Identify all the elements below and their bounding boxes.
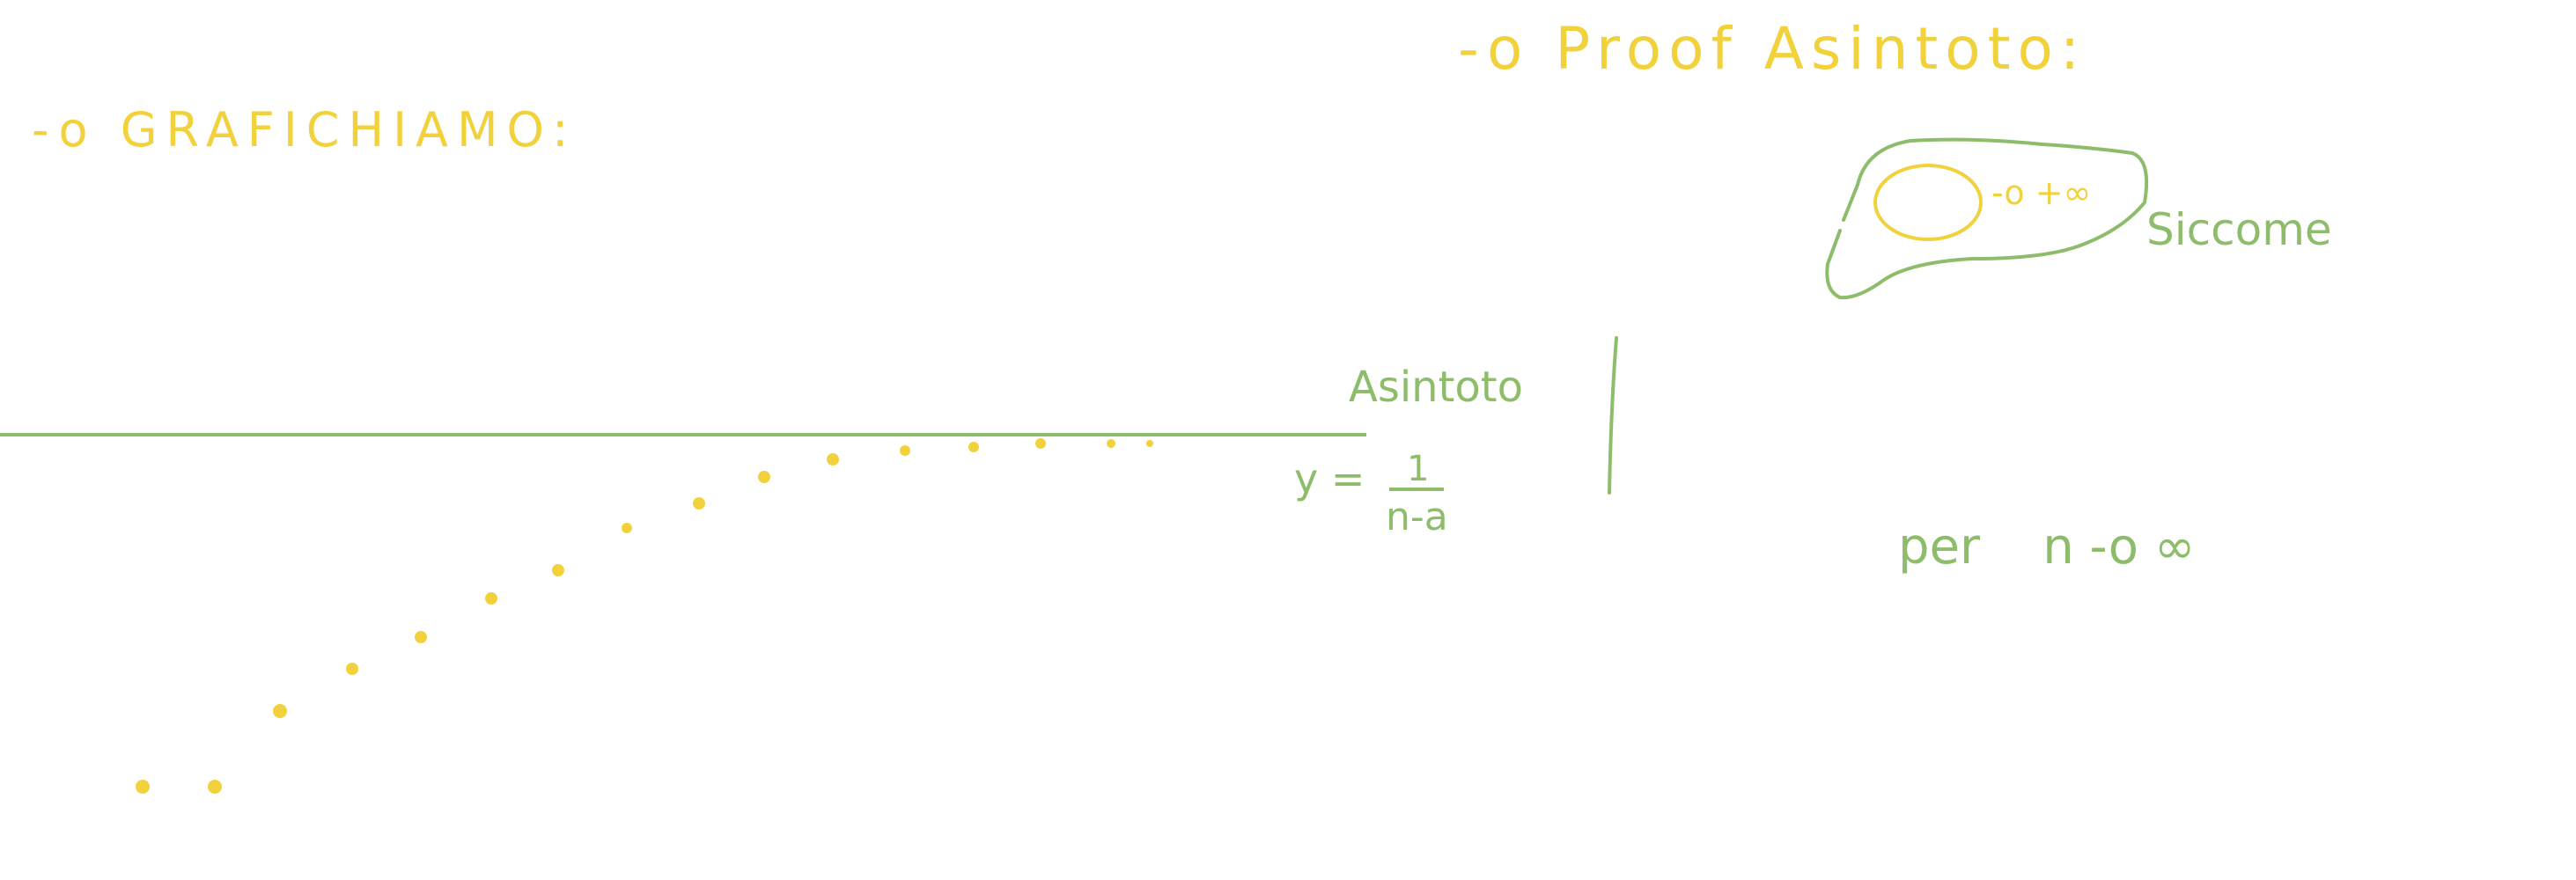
y-equals-label: y = xyxy=(1294,455,1365,502)
sequence-dot xyxy=(693,497,705,510)
sequence-dot xyxy=(136,780,150,794)
sequence-dot xyxy=(1146,440,1153,447)
sequence-dot xyxy=(1035,438,1046,449)
yellow-oval xyxy=(1873,164,1983,241)
sequence-dot xyxy=(758,471,770,483)
sequence-dots xyxy=(136,438,1153,794)
sequence-dot xyxy=(1107,439,1115,448)
sequence-dot xyxy=(552,564,564,576)
sequence-dot xyxy=(346,663,358,675)
siccome-label: Siccome xyxy=(2146,204,2332,255)
sequence-dot xyxy=(900,445,910,456)
sequence-dot xyxy=(415,631,427,643)
sequence-dot xyxy=(208,780,222,794)
sequence-dot xyxy=(485,592,497,605)
per-limit-label: per n -o ∞ xyxy=(1898,518,2195,576)
heading-graficiamo: -o GRAFICHIAMO: xyxy=(32,102,577,158)
separator-stroke xyxy=(1608,336,1618,495)
sequence-dot xyxy=(273,704,287,718)
sequence-dot xyxy=(622,523,632,533)
sequence-dot xyxy=(968,442,979,452)
heading-proof-asintoto: -o Proof Asintoto: xyxy=(1458,15,2087,83)
fraction-denominator: n-a xyxy=(1386,495,1448,539)
fraction-numerator: 1 xyxy=(1407,449,1429,489)
arrow-plus-infinity: -o +∞ xyxy=(1991,173,2091,212)
asintoto-label: Asintoto xyxy=(1349,363,1523,412)
sequence-dot xyxy=(827,453,839,466)
green-blob-outline xyxy=(1825,137,2149,300)
